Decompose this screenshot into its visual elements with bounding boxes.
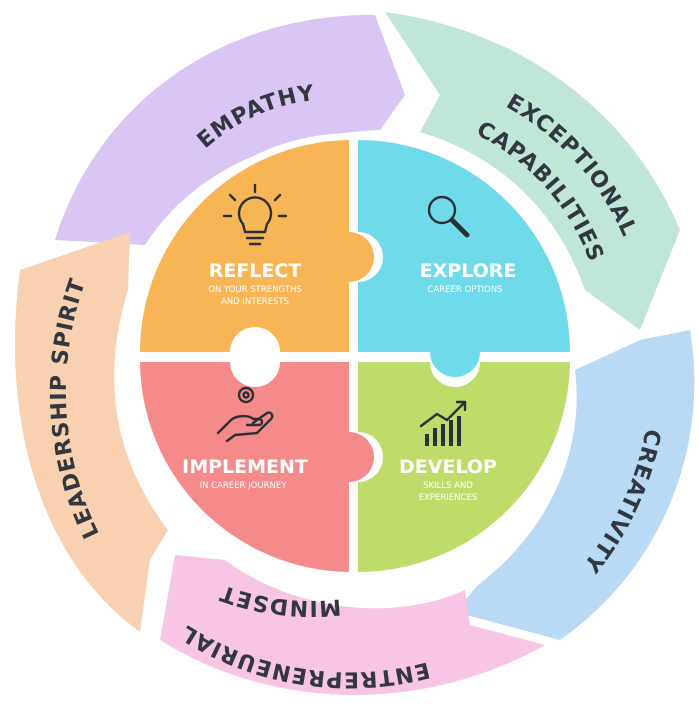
puzzle-piece-develop	[358, 362, 570, 572]
ring-segment-exceptional	[385, 12, 680, 330]
piece-title-implement: IMPLEMENT	[182, 456, 308, 478]
piece-sub-explore-1: CAREER OPTIONS	[428, 285, 503, 295]
piece-sub-develop-2: EXPERIENCES	[419, 493, 478, 503]
piece-title-develop: DEVELOP	[399, 456, 497, 478]
ring-segment-creativity	[455, 330, 695, 640]
magnifier-icon	[427, 195, 470, 238]
ring-segment-leadership	[15, 232, 168, 632]
piece-sub-implement-1: IN CAREER JOURNEY	[200, 481, 288, 491]
hand-gear-icon	[216, 386, 274, 443]
growth-chart-icon	[419, 400, 467, 446]
puzzle-piece-implement	[140, 362, 374, 572]
lightbulb-icon	[222, 183, 288, 246]
piece-title-explore: EXPLORE	[420, 260, 517, 282]
piece-title-reflect: REFLECT	[209, 260, 302, 282]
piece-sub-develop-1: SKILLS AND	[423, 481, 473, 491]
ring-segment-entrepreneurial	[160, 555, 545, 695]
ring-segment-empathy	[55, 15, 405, 245]
puzzle-piece-reflect	[140, 140, 374, 352]
piece-sub-reflect-1: ON YOUR STRENGTHS	[208, 285, 301, 295]
puzzle-piece-explore	[358, 140, 570, 377]
piece-sub-reflect-2: AND INTERESTS	[221, 297, 289, 307]
